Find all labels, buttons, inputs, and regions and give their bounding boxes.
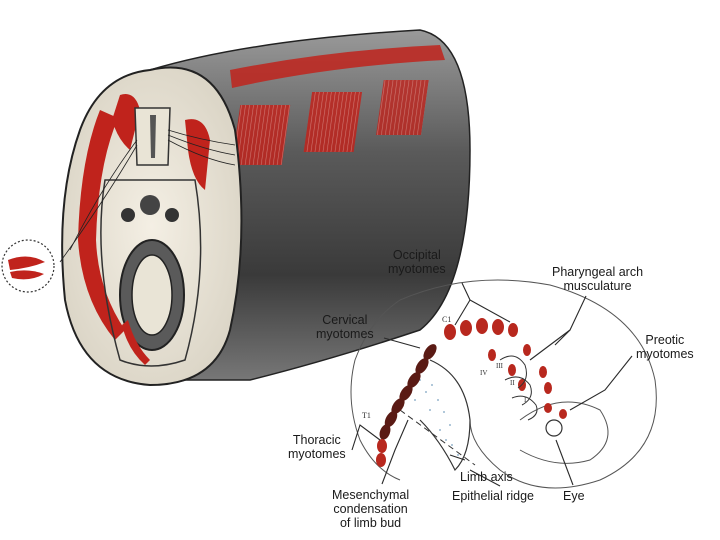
surface-myotome-block [231,105,291,165]
label-line: Pharyngeal arch [552,265,644,279]
label-eye: Eye [563,489,585,503]
label-occipital-myotomes: Occipital myotomes [388,248,446,276]
nerve-fibers [59,129,236,263]
limb-bud-inset [1,239,55,293]
occipital-myotomes [444,318,518,340]
label-pharyngeal-arch: Pharyngeal arch musculature [552,265,643,293]
inner-outline [519,401,609,464]
thoracic-myotomes-lower [376,439,387,467]
limb-axis [399,409,476,466]
embryo-cross-section [59,29,471,387]
marker-i: I [524,396,527,404]
dorsal-outline [350,299,401,481]
pharyngeal-arches-outline [499,355,538,421]
label-line: myotomes [388,262,446,276]
gut-lumen [131,254,173,336]
label-line: Thoracic [292,433,341,447]
marker-iv: IV [480,369,487,377]
aorta-left [121,208,135,222]
coelom [100,179,202,367]
neural-canal [150,115,156,158]
notochord [140,195,160,215]
label-line: myotomes [636,347,694,361]
surface-muscle-band [230,45,445,88]
label-line: Occipital [392,248,441,262]
label-line: myotomes [288,447,346,461]
label-line: musculature [563,279,632,293]
aorta-right [165,208,179,222]
body-wall-muscle [78,110,125,340]
head-outline [399,279,657,489]
label-line: Preotic [645,333,685,347]
marker-iii: III [496,362,504,370]
splanchnic-muscle [122,320,150,365]
label-thoracic-myotomes: Thoracic myotomes [288,433,346,461]
label-limb-axis: Limb axis [460,470,513,484]
label-mesenchymal-condensation: Mesenchymal condensation of limb bud [332,488,409,530]
label-line: myotomes [316,327,374,341]
label-preotic-myotomes: Preotic myotomes [636,333,694,361]
preotic-myotomes [544,403,567,419]
limb-bud-outline [419,359,471,472]
segmental-myotomes [379,344,437,440]
lateral-embryo-outline [350,279,657,489]
dorsal-muscle [112,94,140,150]
mesenchymal-stipple [414,379,459,456]
eye [545,419,563,437]
surface-myotome-block [376,80,429,135]
marker-ii: II [510,379,515,387]
marker-c1: C1 [442,315,451,324]
label-cervical-myotomes: Cervical myotomes [316,313,374,341]
label-line: Mesenchymal [332,488,410,502]
label-line: condensation [333,502,408,516]
label-epithelial-ridge: Epithelial ridge [452,489,534,503]
leader-lines [351,282,633,487]
label-line: of limb bud [339,516,402,530]
label-line: Cervical [322,313,368,327]
surface-myotome-block [303,92,363,152]
marker-t1: T1 [362,411,371,420]
